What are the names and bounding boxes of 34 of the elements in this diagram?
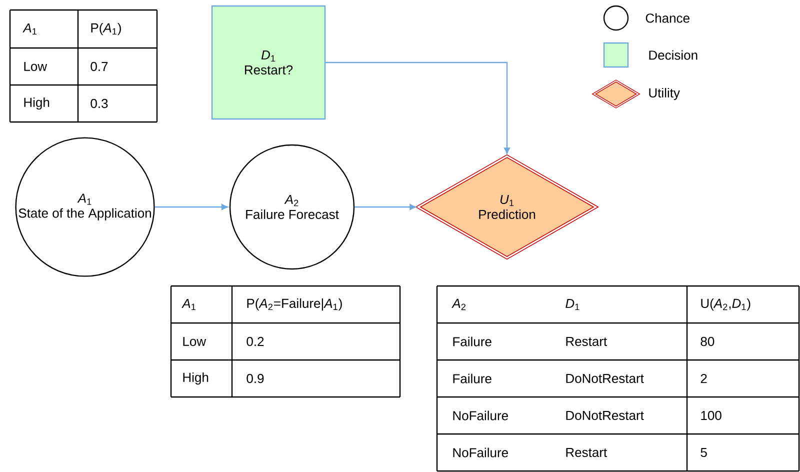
- table-cell: A$_{1}$: [182, 298, 196, 310]
- table-cell: A$_{1}$: [22, 23, 36, 35]
- arrow: [354, 204, 416, 210]
- arrow: [326, 62, 510, 154]
- table-cell: U(A$_{2}$,D$_{1}$): [701, 298, 750, 311]
- table-cell: 0.2: [246, 336, 264, 346]
- table-cell: 100: [701, 410, 722, 420]
- table-cell: 0.3: [90, 98, 108, 108]
- legend-label: Chance: [646, 13, 690, 23]
- table-cell: High: [183, 372, 208, 385]
- table-cell: DoNotRestart: [566, 374, 644, 384]
- table-cell: Failure: [453, 374, 492, 384]
- table-cell: 0.9: [246, 374, 264, 384]
- table-cell: 80: [700, 336, 714, 346]
- table-cell: P(A$_{2}$=Failure|A$_{1}$): [247, 298, 342, 311]
- table-cell: NoFailure: [453, 448, 508, 458]
- arrow: [154, 204, 228, 210]
- table-cell: DoNotRestart: [566, 410, 644, 420]
- table-cell: A$_{2}$: [452, 298, 466, 310]
- table-cell: NoFailure: [453, 410, 508, 420]
- table-cell: 2: [700, 374, 707, 384]
- table-cell: P(A$_{1}$): [91, 22, 121, 36]
- table-cell: 5: [700, 448, 707, 458]
- decision-box: D$_{1}$ Restart?: [211, 5, 326, 120]
- legend-label: Decision: [649, 50, 698, 60]
- table-cell: D$_{1}$: [566, 298, 580, 310]
- table-cell: Restart: [566, 336, 607, 346]
- table-cell: Low: [183, 336, 206, 346]
- table-cell: Restart: [566, 448, 607, 458]
- table-cell: High: [24, 97, 50, 110]
- table-cell: 0.7: [90, 62, 108, 72]
- legend-label: Utility: [649, 88, 680, 100]
- table-cell: Low: [24, 62, 48, 72]
- table-cell: Failure: [453, 336, 492, 346]
